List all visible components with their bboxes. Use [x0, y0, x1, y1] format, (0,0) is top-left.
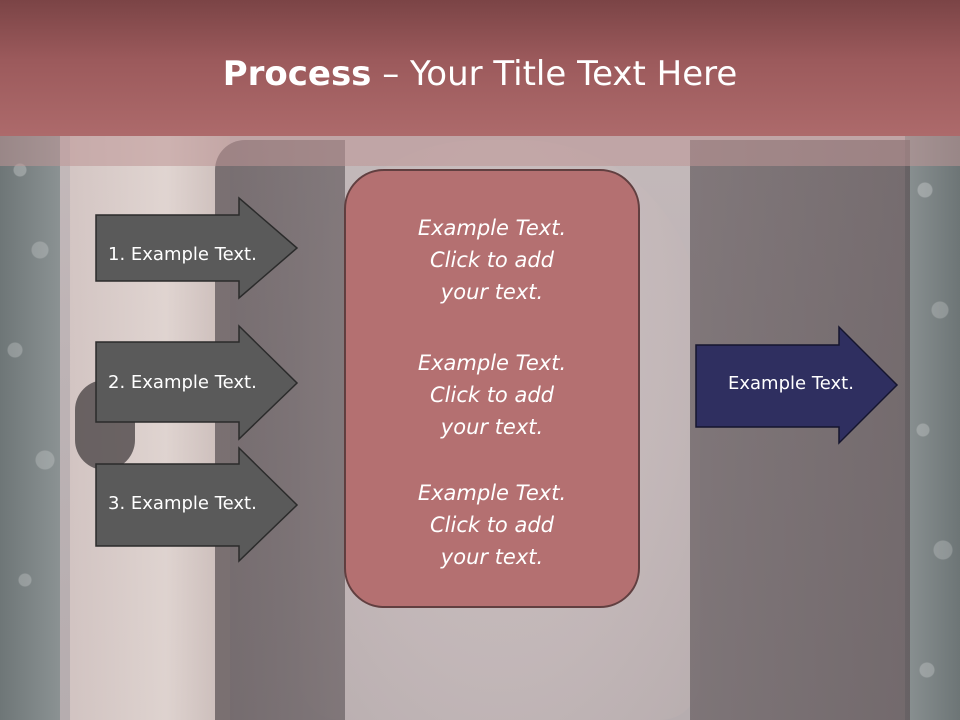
step-label-2: 2. Example Text. — [108, 372, 257, 393]
step-arrow-2[interactable]: 2. Example Text. — [95, 324, 300, 441]
title-rest-text: – Your Title Text Here — [371, 54, 738, 94]
slide-title[interactable]: Process – Your Title Text Here — [0, 52, 960, 96]
arrow-shape — [95, 446, 299, 563]
background-water-left — [0, 130, 60, 720]
center-text-1[interactable]: Example Text. Click to add your text. — [417, 216, 567, 304]
step-arrow-1[interactable]: 1. Example Text. — [95, 196, 300, 300]
title-bar — [0, 0, 960, 136]
background-hair-right — [690, 140, 910, 720]
center-text-box[interactable] — [344, 169, 640, 608]
arrow-shape — [95, 324, 299, 441]
step-label-1: 1. Example Text. — [108, 244, 257, 265]
center-text-3[interactable]: Example Text. Click to add your text. — [417, 481, 567, 569]
arrow-shape — [695, 325, 899, 445]
center-text-2[interactable]: Example Text. Click to add your text. — [417, 351, 567, 439]
title-bar-band — [0, 136, 960, 166]
title-bold-text: Process — [222, 54, 372, 94]
background-water-right — [905, 130, 960, 720]
result-arrow[interactable]: Example Text. — [695, 325, 900, 445]
arrow-shape — [95, 196, 299, 300]
result-label: Example Text. — [728, 373, 854, 394]
step-arrow-3[interactable]: 3. Example Text. — [95, 446, 300, 563]
step-label-3: 3. Example Text. — [108, 493, 257, 514]
